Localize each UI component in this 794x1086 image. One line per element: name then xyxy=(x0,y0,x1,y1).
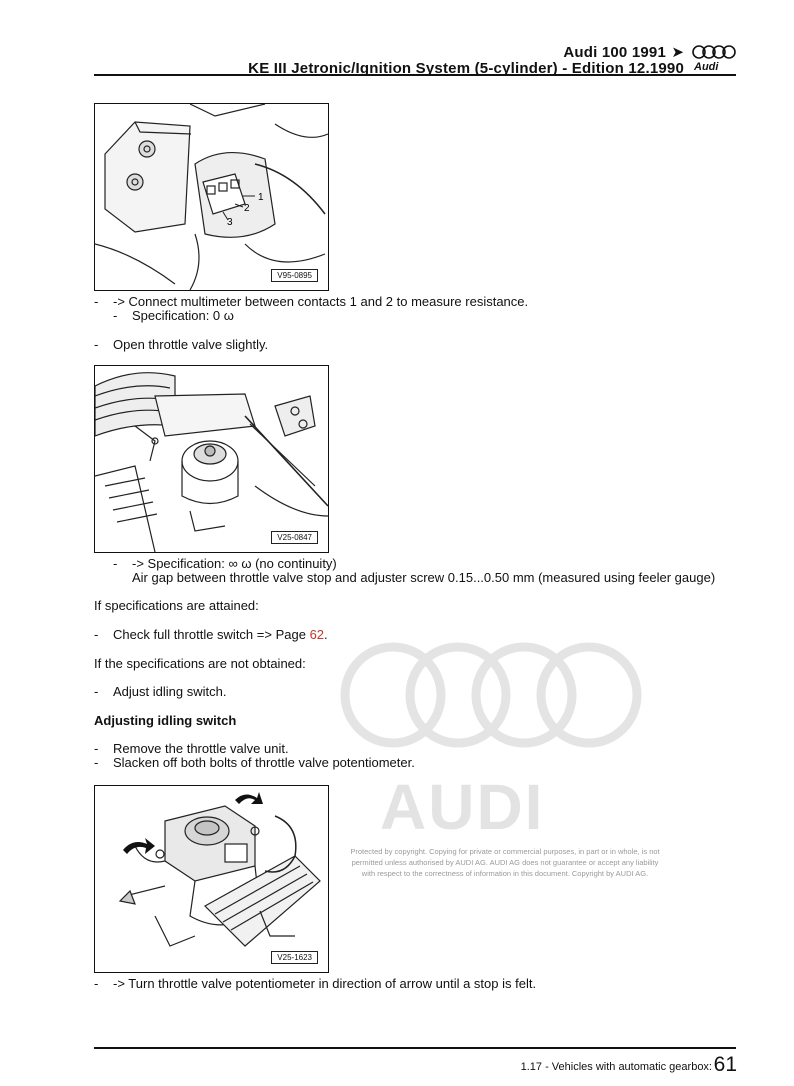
spec-air-gap: Air gap between throttle valve stop and … xyxy=(132,570,716,585)
period: . xyxy=(324,627,328,642)
header-rule xyxy=(94,74,736,76)
step-check-full-throttle: Check full throttle switch => Page 62. xyxy=(113,627,328,642)
figure-2-illustration xyxy=(95,372,328,552)
check-full-text: Check full throttle switch => Page xyxy=(113,627,306,642)
page-62-link[interactable]: 62 xyxy=(309,627,325,642)
spec-zero-ohm: Specification: 0 ω xyxy=(132,308,234,323)
figure-3-illustration xyxy=(118,792,321,947)
bullet-dash: - xyxy=(113,556,118,571)
figure-1-illustration: 1 2 3 xyxy=(95,104,328,290)
figure-multimeter-contacts: 1 2 3 V95-0895 xyxy=(94,103,329,291)
bullet-dash: - xyxy=(94,294,99,309)
step-turn-potentiometer: -> Turn throttle valve potentiometer in … xyxy=(113,976,537,991)
audi-rings-logo xyxy=(692,45,736,59)
figure-throttle-valve: V25-0847 xyxy=(94,365,329,553)
step-adjust-idling: Adjust idling switch. xyxy=(113,684,227,699)
document-subtitle: KE III Jetronic/Ignition System (5-cylin… xyxy=(248,60,684,77)
step-open-throttle: Open throttle valve slightly. xyxy=(113,337,269,352)
footer-section: 1.17 - Vehicles with automatic gearbox: xyxy=(520,1061,712,1073)
audi-logo-word: Audi xyxy=(694,61,719,73)
bullet-dash: - xyxy=(94,741,99,756)
bullet-dash: - xyxy=(94,337,99,352)
figure-3-label: V25-1623 xyxy=(271,951,318,964)
step-connect-multimeter: -> Connect multimeter between contacts 1… xyxy=(113,294,529,309)
figure-potentiometer: V25-1623 xyxy=(94,785,329,973)
page-number: 61 xyxy=(713,1053,737,1076)
footer-rule xyxy=(94,1047,736,1049)
step-remove-unit: Remove the throttle valve unit. xyxy=(113,741,289,756)
step-slacken-bolts: Slacken off both bolts of throttle valve… xyxy=(113,755,415,770)
callout-2: 2 xyxy=(244,203,250,214)
watermark-word: AUDI xyxy=(380,771,545,843)
callout-1: 1 xyxy=(258,192,264,203)
figure-1-label: V95-0895 xyxy=(271,269,318,282)
copyright-note: Protected by copyright. Copying for priv… xyxy=(350,847,660,878)
document-title: Audi 100 1991 xyxy=(563,44,666,61)
condition-attained: If specifications are attained: xyxy=(94,598,259,613)
bullet-dash: - xyxy=(94,755,99,770)
spec-no-continuity: -> Specification: ∞ ω (no continuity) xyxy=(132,556,337,571)
watermark-rings-logo xyxy=(340,642,642,748)
next-arrow-icon[interactable]: ➤ xyxy=(671,44,684,61)
condition-not-obtained: If the specifications are not obtained: xyxy=(94,656,306,671)
bullet-dash: - xyxy=(94,976,99,991)
figure-2-label: V25-0847 xyxy=(271,531,318,544)
section-heading: Adjusting idling switch xyxy=(94,713,237,728)
bullet-dash: - xyxy=(113,308,118,323)
callout-3: 3 xyxy=(227,217,233,228)
bullet-dash: - xyxy=(94,627,99,642)
bullet-dash: - xyxy=(94,684,99,699)
